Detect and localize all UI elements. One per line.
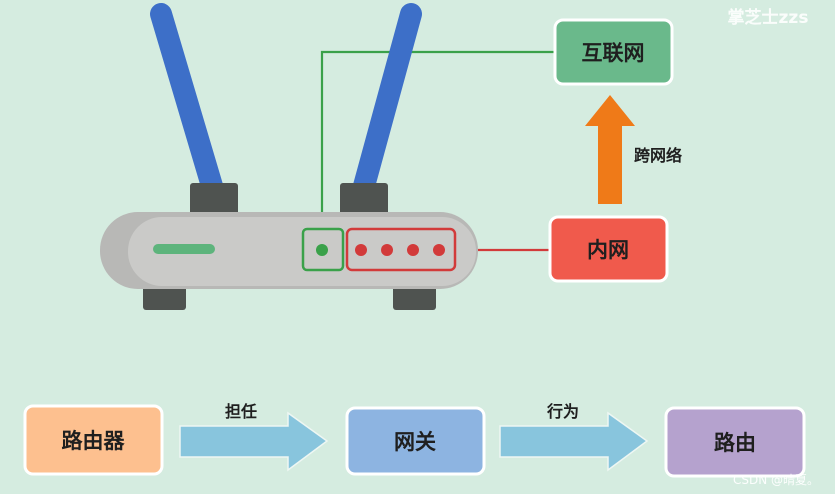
wan-port-frame	[301, 227, 345, 272]
left-antenna-base	[190, 183, 238, 215]
lan-port-frame	[345, 227, 457, 272]
gateway-step-label: 网关	[394, 430, 436, 454]
routing-step: 路由	[664, 406, 806, 478]
intranet-label: 内网	[587, 238, 629, 262]
lan-port-2	[381, 244, 393, 256]
router-step-label: 路由器	[62, 429, 126, 453]
gateway-step-box	[345, 406, 486, 476]
router-right-foot	[393, 284, 436, 310]
lan-port-4	[433, 244, 445, 256]
router-left-foot	[143, 284, 186, 310]
intranet-node: 内网	[548, 215, 669, 283]
internet-label: 互联网	[582, 41, 645, 65]
flow-arrow-1	[179, 411, 329, 472]
lan-port-3	[407, 244, 419, 256]
router-step: 路由器	[23, 404, 164, 476]
routing-step-box	[664, 406, 806, 478]
right-antenna-base	[340, 183, 388, 215]
brand-watermark: 掌芝士zzs	[728, 7, 809, 28]
cross-network-label: 跨网络	[634, 146, 682, 165]
right-antenna	[353, 3, 422, 197]
wan-port	[316, 244, 328, 256]
left-antenna	[150, 3, 223, 197]
cross-network-arrow	[585, 95, 635, 204]
flow-connector-label-1: 担任	[225, 402, 257, 421]
router-step-box	[23, 404, 164, 476]
internet-box	[553, 18, 674, 86]
flow-arrow-2	[499, 411, 649, 472]
routing-step-label: 路由	[714, 431, 756, 455]
internet-node: 互联网	[553, 18, 674, 86]
wan-to-internet-line	[320, 50, 556, 229]
flow-connector-label-2: 行为	[546, 402, 579, 421]
credit-watermark: CSDN @晴夏。	[733, 473, 819, 487]
lan-port-1	[355, 244, 367, 256]
intranet-box	[548, 215, 669, 283]
gateway-step: 网关	[345, 406, 486, 476]
